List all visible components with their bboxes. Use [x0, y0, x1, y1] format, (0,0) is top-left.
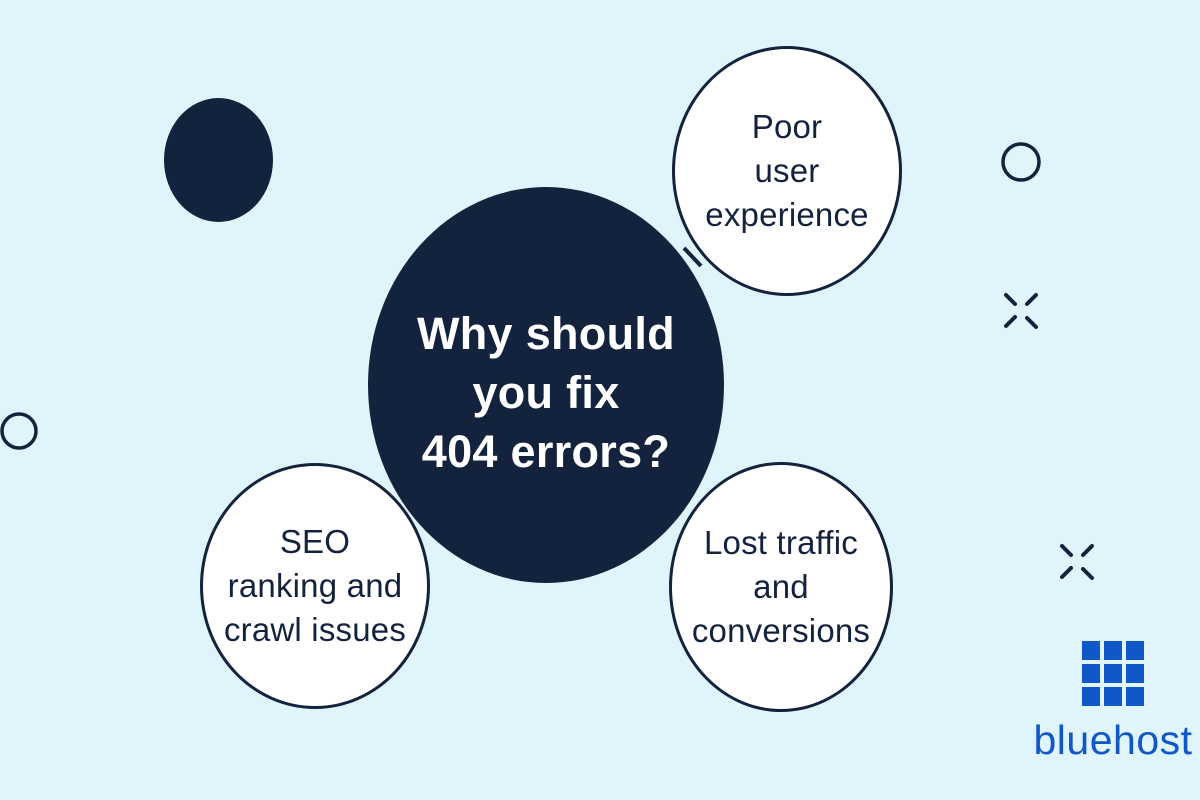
bubble-text-line: SEO: [279, 523, 351, 560]
bluehost-wordmark: bluehost: [1033, 717, 1193, 763]
bubble-text-line: user: [754, 152, 820, 189]
center-title-line: you fix: [472, 366, 620, 418]
bluehost-grid-logo-icon: [1082, 641, 1144, 706]
bubble-poor-user-experience: Poor user experience: [672, 46, 902, 296]
center-question-bubble: Why should you fix 404 errors?: [368, 187, 724, 583]
bubble-text-line: crawl issues: [223, 611, 407, 648]
outline-circle-icon: [0, 412, 38, 450]
bubble-lost-traffic-conversions: Lost traffic and conversions: [669, 462, 893, 712]
bubble-text-line: conversions: [691, 612, 871, 649]
bubble-text-line: experience: [705, 196, 869, 233]
bubble-text-line: Lost traffic: [703, 524, 859, 561]
sparkle-x-icon: [1004, 293, 1038, 329]
bubble-text-line: Poor: [751, 108, 823, 145]
bubble-text-line: and: [753, 568, 809, 605]
center-title-line: 404 errors?: [421, 425, 671, 477]
sparkle-x-icon: [1060, 544, 1094, 580]
bluehost-logo: bluehost: [1034, 641, 1192, 761]
center-title-line: Why should: [417, 307, 675, 359]
bubble-text-line: ranking and: [227, 567, 403, 604]
bubble-seo-ranking-crawl-issues: SEO ranking and crawl issues: [200, 463, 430, 709]
outline-circle-icon: [1001, 142, 1041, 182]
filled-circle-decoration: [164, 98, 273, 222]
